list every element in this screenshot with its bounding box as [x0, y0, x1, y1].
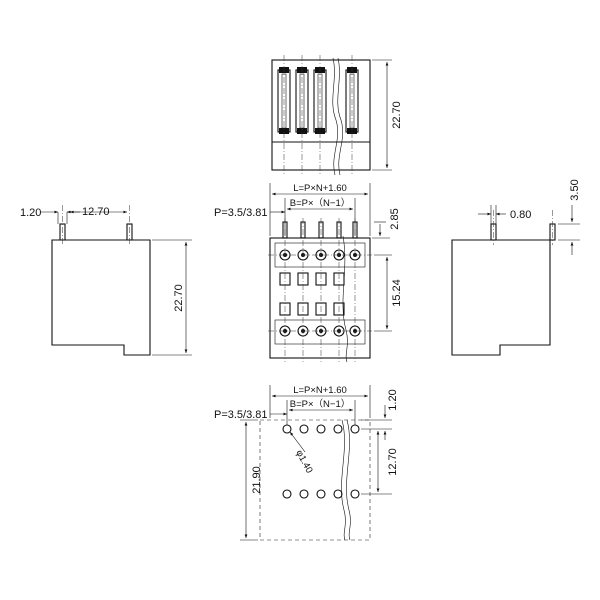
pcb-layout: L=P×N+1.60 B=P×（N−1） P=3.5/3.81 φ1.40	[214, 385, 399, 541]
top-view-pin-columns	[277, 67, 359, 134]
left-side-pitch-label: 12.70	[82, 206, 110, 218]
front-view-top-pins	[282, 221, 358, 239]
pcb-holes-top-row	[282, 424, 360, 434]
top-view-height-label: 22.70	[391, 101, 403, 129]
front-span-formula-label: B=P×（N−1）	[290, 197, 350, 209]
right-side-pin-length-label: 3.50	[569, 179, 581, 200]
front-top-offset-label: 2.85	[389, 208, 401, 229]
pcb-edge-offset-label: 1.20	[387, 389, 399, 410]
pcb-holes-bottom-row	[282, 489, 360, 499]
pcb-row-spacing-label: 12.70	[387, 448, 399, 476]
front-pitch-label: P=3.5/3.81	[214, 207, 268, 219]
pcb-span-formula-label: B=P×（N−1）	[290, 398, 350, 410]
right-side-pin-width-label: 0.80	[510, 209, 531, 221]
top-view: 22.70	[271, 55, 403, 176]
left-side-offset-label: 1.20	[20, 207, 41, 219]
left-side-view: 1.20 12.70 22.70	[20, 205, 192, 356]
front-view-openings	[279, 272, 345, 316]
front-view: L=P×N+1.60 B=P×（N−1） P=3.5/3.81	[214, 183, 403, 363]
pcb-pitch-label: P=3.5/3.81	[214, 409, 268, 421]
right-side-view: 0.80 3.50	[451, 179, 581, 356]
left-side-height-label: 22.70	[173, 284, 185, 312]
pcb-length-formula-label: L=P×N+1.60	[293, 385, 347, 396]
front-view-bottom-terminals	[274, 319, 366, 345]
pcb-hole-diameter-label: φ1.40	[293, 448, 314, 475]
pcb-height-label: 21.90	[251, 466, 263, 494]
front-length-formula-label: L=P×N+1.60	[293, 183, 347, 194]
front-row-spacing-label: 15.24	[391, 279, 403, 307]
